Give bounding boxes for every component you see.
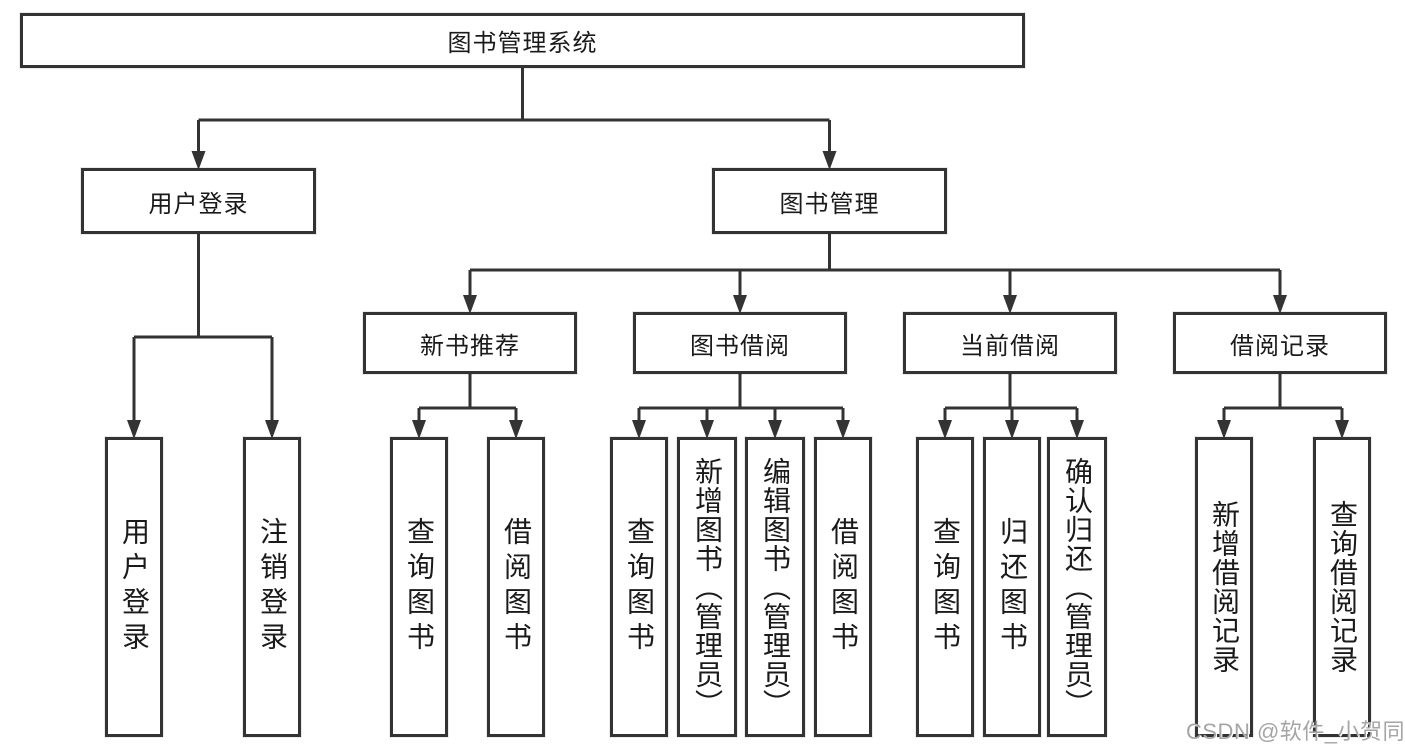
connector-book-management-to-level3 (468, 234, 1282, 300)
node-add-borrow-record: 新增借阅记录 (1195, 437, 1253, 737)
node-return-book: 归还图书 (983, 437, 1041, 737)
node-user-login-leaf: 用户登录 (105, 437, 163, 737)
node-borrow-books-leaf: 借阅图书 (814, 437, 872, 737)
node-label: 借阅图书 (501, 517, 532, 657)
connector-borrow-records-to-children (1222, 374, 1344, 424)
watermark: CSDN @软件_小贺同学 (1186, 719, 1405, 744)
connector-root-to-level2 (197, 68, 831, 156)
connector-current-borrow-to-children (943, 374, 1079, 424)
node-label: 归还图书 (997, 517, 1028, 657)
node-label: 编辑图书（管理员） (760, 456, 791, 718)
node-label: 图书管理系统 (447, 30, 598, 57)
node-label: 用户登录 (148, 190, 249, 218)
node-user-login: 用户登录 (81, 168, 316, 234)
node-label: 图书管理 (779, 190, 880, 218)
node-new-book-recommend: 新书推荐 (363, 312, 577, 374)
node-label: 查询图书 (930, 517, 961, 657)
node-label: 借阅图书 (828, 517, 859, 657)
node-current-borrow: 当前借阅 (903, 312, 1117, 374)
node-label: 图书借阅 (690, 332, 790, 360)
node-library-management-system: 图书管理系统 (20, 13, 1025, 68)
node-label: 查询图书 (624, 517, 655, 657)
connector-user-login-to-children (132, 234, 274, 424)
node-query-books-recommend: 查询图书 (390, 437, 448, 737)
node-query-borrow-record: 查询借阅记录 (1313, 437, 1371, 737)
node-query-books-current: 查询图书 (916, 437, 974, 737)
node-book-borrow: 图书借阅 (633, 312, 847, 374)
node-label: 新增借阅记录 (1209, 500, 1240, 674)
node-label: 借阅记录 (1230, 332, 1330, 360)
node-label: 新增图书（管理员） (692, 456, 723, 718)
node-query-books-borrow: 查询图书 (610, 437, 668, 737)
node-edit-book-admin: 编辑图书（管理员） (745, 437, 805, 737)
node-borrow-records: 借阅记录 (1173, 312, 1387, 374)
node-book-management: 图书管理 (712, 168, 947, 234)
connector-book-borrow-to-children (637, 374, 845, 424)
node-label: 查询图书 (404, 517, 435, 657)
node-confirm-return-admin: 确认归还（管理员） (1047, 437, 1107, 737)
connector-new-book-recommend-to-children (417, 374, 518, 424)
node-label: 注销登录 (257, 517, 288, 657)
node-label: 确认归还（管理员） (1062, 456, 1093, 718)
node-logout-leaf: 注销登录 (243, 437, 301, 737)
node-label: 新书推荐 (420, 332, 520, 360)
node-add-book-admin: 新增图书（管理员） (677, 437, 737, 737)
node-borrow-books-recommend: 借阅图书 (487, 437, 545, 737)
node-label: 当前借阅 (960, 332, 1060, 360)
node-label: 查询借阅记录 (1327, 500, 1358, 674)
node-label: 用户登录 (119, 517, 150, 657)
